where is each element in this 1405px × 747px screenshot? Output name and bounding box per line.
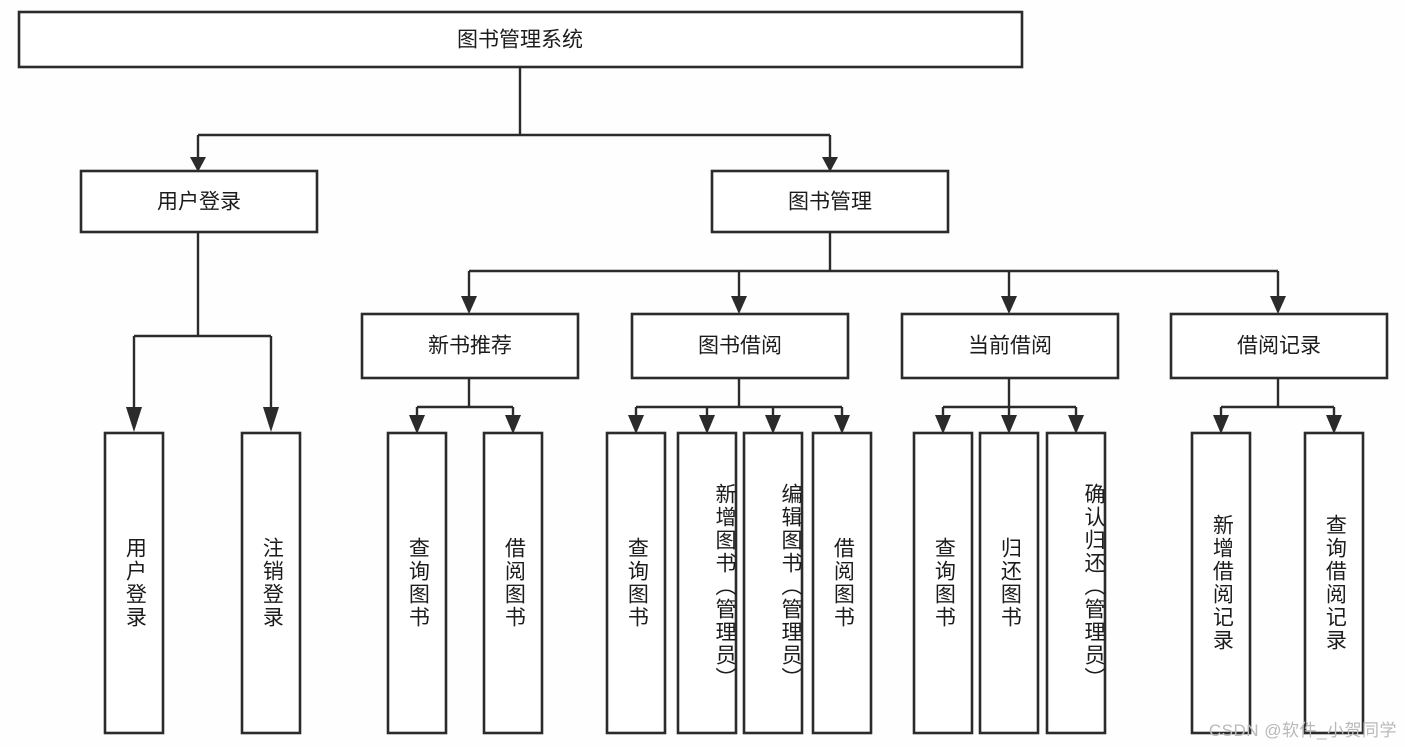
leaf-label-query-book-3: 查询图书 [932, 537, 956, 629]
arrow-head-leaf-borrow-book-1 [505, 415, 521, 434]
leaf-label-user-login: 用户登录 [123, 537, 147, 629]
node-leaf-return-book[interactable] [978, 431, 1040, 735]
node-user-login[interactable] [79, 169, 319, 234]
leaf-label-query-record: 查询借阅记录 [1323, 514, 1347, 652]
leaf-label-borrow-book-1: 借阅图书 [502, 537, 526, 629]
node-leaf-borrow-book-1[interactable] [482, 431, 544, 735]
arrow-head-leaf-confirm-return [1068, 415, 1084, 434]
node-book-borrow[interactable] [630, 312, 850, 380]
leaf-label-logout: 注销登录 [260, 537, 284, 629]
node-leaf-query-book-2[interactable] [605, 431, 667, 735]
node-new-book-recommend[interactable] [360, 312, 580, 380]
arrow-head-leaf-query-record [1326, 415, 1342, 434]
leaf-label-query-book-1: 查询图书 [406, 537, 430, 629]
leaf-label-borrow-book-2: 借阅图书 [831, 537, 855, 629]
arrow-head-leaf-query-book-1 [409, 415, 425, 434]
node-leaf-logout[interactable] [240, 431, 302, 735]
connector-layer [126, 67, 1342, 434]
node-leaf-user-login[interactable] [103, 431, 165, 735]
node-user-login-label: 用户登录 [157, 191, 241, 214]
node-borrow-record-label: 借阅记录 [1237, 335, 1321, 358]
arrow-head-leaf-add-book [699, 415, 715, 434]
arrow-head-leaf-user-login [126, 407, 142, 432]
leaf-label-query-book-2: 查询图书 [625, 537, 649, 629]
leaf-label-return-book: 归还图书 [998, 537, 1022, 629]
node-leaf-query-book-1[interactable] [386, 431, 448, 735]
arrow-head-leaf-query-book-2 [628, 415, 644, 434]
arrow-head-leaf-return-book [1001, 415, 1017, 434]
leaf-label-edit-book: 编辑图书（管理员） [779, 482, 802, 690]
node-leaf-query-record[interactable] [1303, 431, 1365, 735]
node-borrow-record[interactable] [1169, 312, 1389, 380]
arrow-head-borrow-record [1270, 296, 1286, 314]
arrow-head-book-management [822, 157, 838, 172]
node-leaf-add-book[interactable] [676, 431, 738, 735]
leaf-label-add-book: 新增图书（管理员） [713, 482, 736, 690]
node-leaf-borrow-book-2[interactable] [811, 431, 873, 735]
node-current-borrow-label: 当前借阅 [968, 335, 1052, 358]
node-root[interactable] [17, 10, 1024, 69]
node-leaf-confirm-return[interactable] [1045, 431, 1107, 735]
leaf-label-confirm-return: 确认归还（管理员） [1082, 482, 1105, 690]
arrow-head-current-borrow [1001, 296, 1017, 314]
arrow-head-leaf-query-book-3 [935, 415, 951, 434]
csdn-watermark: CSDN @软件_小贺同学 [1208, 721, 1397, 740]
arrow-head-leaf-borrow-book-2 [834, 415, 850, 434]
node-book-borrow-label: 图书借阅 [698, 335, 782, 358]
node-book-management-label: 图书管理 [788, 191, 872, 214]
node-current-borrow[interactable] [900, 312, 1120, 380]
leaf-label-add-record: 新增借阅记录 [1210, 514, 1234, 652]
node-leaf-edit-book[interactable] [742, 431, 804, 735]
node-book-management[interactable] [710, 169, 950, 234]
node-new-book-recommend-label: 新书推荐 [428, 335, 512, 358]
node-leaf-add-record[interactable] [1190, 431, 1252, 735]
arrow-head-leaf-add-record [1213, 415, 1229, 434]
node-root-label: 图书管理系统 [457, 29, 583, 52]
arrow-head-user-login [190, 157, 206, 172]
arrow-head-leaf-edit-book [765, 415, 781, 434]
arrow-head-leaf-logout [263, 407, 279, 432]
node-leaf-query-book-3[interactable] [912, 431, 974, 735]
node-layer: 图书管理系统 用户登录 图书管理 新书推荐 图书借阅 当前借阅 借阅记录 [17, 10, 1389, 735]
arrow-head-new-book-recommend [461, 296, 477, 314]
arrow-head-book-borrow [731, 296, 747, 314]
